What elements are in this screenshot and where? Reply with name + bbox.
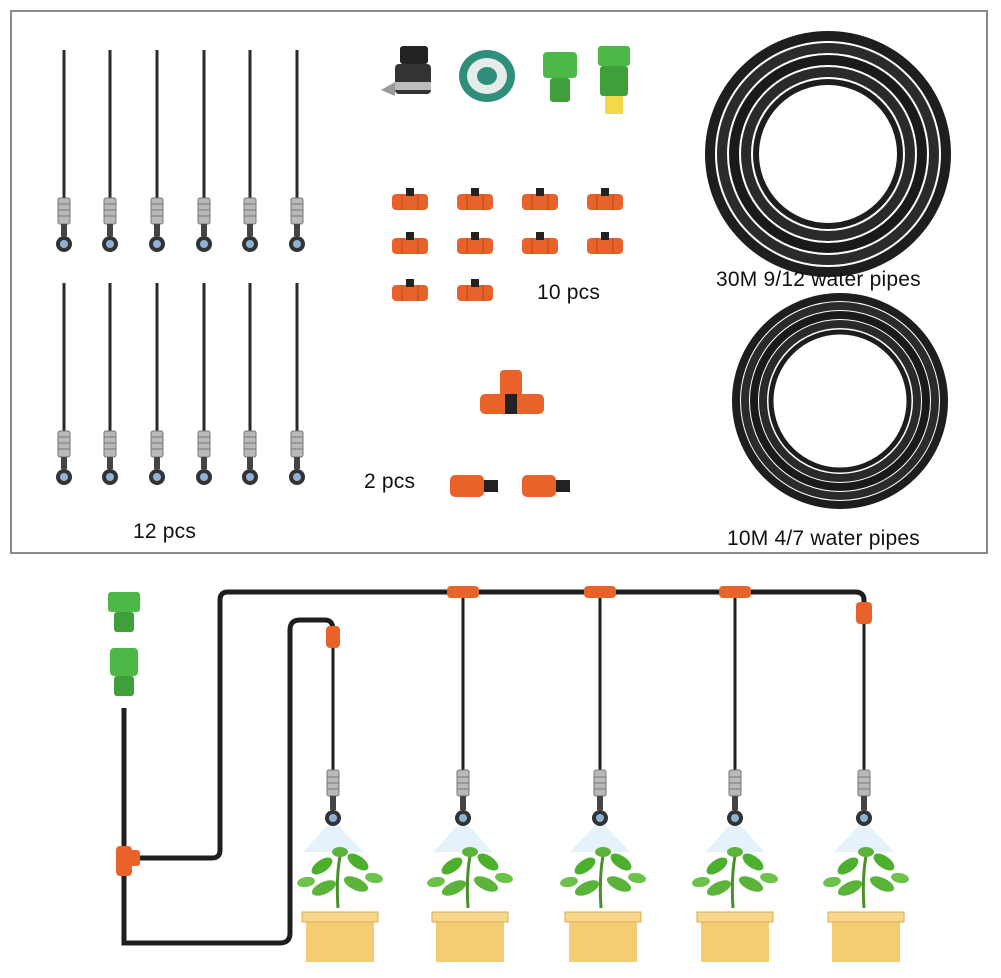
nozzles-count-label: 12 pcs: [133, 520, 197, 543]
end-plug-set: [450, 370, 570, 497]
kit-contents-panel: [10, 10, 988, 554]
mist-nozzle-set: [54, 48, 307, 487]
pipe-large-label: 30M 9/12 water pipes: [716, 268, 921, 291]
pipe-coil-large: [705, 31, 951, 277]
faucet-connector-icon: [108, 592, 140, 696]
tees-count-label: 10 pcs: [537, 281, 601, 304]
installation-diagram: [108, 586, 912, 964]
faucet-adapter-icon: [381, 46, 431, 96]
end-plug-icon: [450, 475, 498, 497]
teflon-tape-icon: [459, 50, 515, 102]
quick-connector-icon: [543, 52, 577, 102]
end-plug-icon: [522, 475, 570, 497]
faucet-adapter-set: [381, 46, 630, 114]
hose-connector-icon: [598, 46, 630, 114]
end-plugs-count-label: 2 pcs: [364, 470, 416, 493]
large-tee-icon: [480, 370, 544, 414]
pipe-small-label: 10M 4/7 water pipes: [727, 527, 920, 550]
pipe-coil-small: [732, 293, 948, 509]
